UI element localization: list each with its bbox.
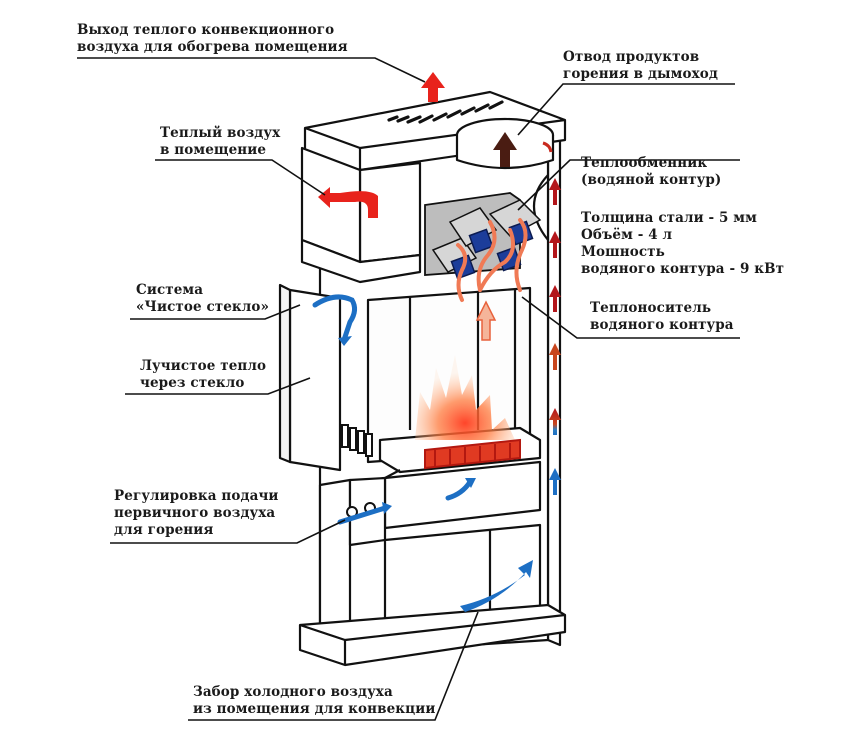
fire	[415, 355, 521, 470]
label-coolant: Теплоноситель водяного контура	[590, 300, 734, 333]
flue-smoke-arrow	[493, 132, 517, 167]
label-cold-air-intake: Забор холодного воздуха из помещения для…	[193, 684, 436, 717]
hot-gas-rising-arrow	[475, 300, 497, 341]
label-clean-glass: Система «Чистое стекло»	[136, 282, 270, 315]
label-warm-air: Теплый воздух в помещение	[160, 125, 281, 158]
grate-coals	[424, 438, 521, 470]
label-exchanger-specs: Толщина стали - 5 мм Объём - 4 л Мошност…	[581, 210, 785, 277]
label-flue: Отвод продуктов горения в дымоход	[563, 49, 718, 82]
label-top-outlet: Выход теплого конвекционного воздуха для…	[77, 22, 348, 55]
plinth	[298, 603, 567, 667]
leader-lines	[77, 57, 740, 721]
label-radiant-heat: Лучистое тепло через стекло	[140, 358, 267, 391]
clean-glass-airflow-arrow	[312, 294, 358, 343]
top-vent-slots	[387, 100, 504, 124]
side-convection-arrows	[549, 178, 561, 495]
glass-door	[288, 288, 342, 472]
air-control-levers	[341, 424, 376, 518]
flue-side-arrow	[542, 141, 553, 153]
cold-air-intake-arrow	[460, 560, 533, 612]
label-primary-air: Регулировка подачи первичного воздуха дл…	[114, 488, 279, 538]
stove-body	[278, 90, 567, 667]
primary-air-arrow	[337, 505, 388, 525]
hot-gas-arrows	[456, 218, 528, 302]
label-heat-exchanger: Теплообменник (водяной контур)	[581, 155, 722, 188]
warm-air-room-arrow	[318, 187, 378, 218]
warm-air-outlet-arrow	[421, 72, 445, 102]
right-side-panel	[546, 136, 562, 647]
